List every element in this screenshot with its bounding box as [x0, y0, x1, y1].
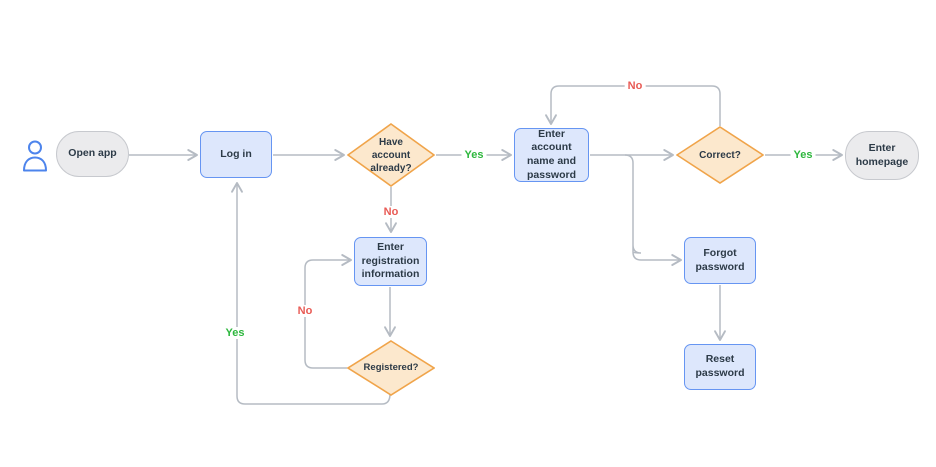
- node-forgot-password: Forgot password: [684, 237, 756, 284]
- node-have-account: Have account already?: [347, 123, 435, 187]
- diamond-shape: [347, 340, 435, 396]
- node-enter-homepage: Enter homepage: [845, 131, 919, 180]
- node-open-app: Open app: [56, 131, 129, 177]
- node-log-in: Log in: [200, 131, 272, 178]
- edge-label-have-account-no: No: [380, 206, 402, 218]
- node-correct-label: Correct?: [699, 149, 741, 161]
- node-correct: Correct?: [676, 126, 764, 184]
- person-icon: [23, 140, 47, 172]
- edge-label-correct-yes: Yes: [790, 149, 816, 161]
- edge-correct-no-loop-to-enter-account: [545, 85, 721, 126]
- edge-label-have-account-yes: Yes: [461, 149, 487, 161]
- node-registered: Registered?: [347, 340, 435, 396]
- node-enter-homepage-label: Enter homepage: [855, 141, 909, 168]
- node-enter-registration-label: Enter registration information: [361, 241, 420, 281]
- edge-label-registered-no: No: [294, 305, 316, 317]
- node-have-account-label: Have account already?: [370, 136, 412, 174]
- node-open-app-label: Open app: [68, 147, 117, 160]
- node-enter-account-label: Enter account name and password: [526, 127, 576, 181]
- edge-enter-account-to-forgot-password: [624, 154, 681, 260]
- actor-node: [22, 140, 48, 172]
- node-reset-password-label: Reset password: [695, 353, 745, 379]
- edge-registered-yes-loop-to-log-in: [231, 182, 391, 405]
- diamond-shape: [347, 123, 435, 187]
- node-enter-registration: Enter registration information: [354, 237, 427, 286]
- node-enter-account: Enter account name and password: [514, 128, 589, 182]
- node-log-in-label: Log in: [220, 147, 252, 160]
- edge-label-correct-no: No: [624, 80, 646, 92]
- diamond-shape: [676, 126, 764, 184]
- node-registered-label: Registered?: [363, 361, 419, 373]
- node-reset-password: Reset password: [684, 344, 756, 390]
- edge-label-registered-yes: Yes: [222, 327, 248, 339]
- node-forgot-password-label: Forgot password: [695, 246, 745, 273]
